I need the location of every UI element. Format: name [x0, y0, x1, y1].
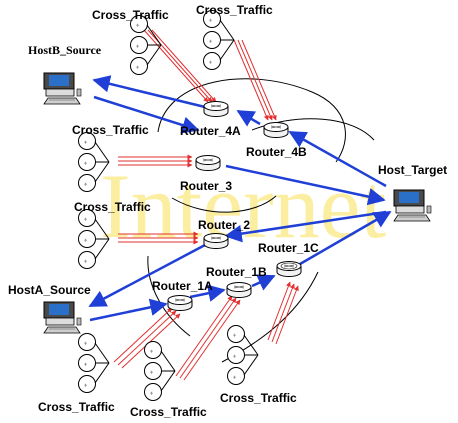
router-4a-label: Router_4A [180, 124, 241, 138]
hostb-source-label: HostB_Source [28, 43, 102, 57]
cross-traffic-label-bot-3: Cross_Traffic [220, 391, 297, 405]
cross-traffic-label-top-1: Cross_Traffic [92, 8, 169, 22]
internet-watermark: Internet [100, 155, 387, 257]
router-1a [167, 295, 193, 311]
router-1a-label: Router_1A [152, 279, 213, 293]
cross-traffic-label-bot-2: Cross_Traffic [130, 405, 207, 419]
router-icon [203, 101, 229, 117]
data-links [88, 75, 392, 322]
router-icon [203, 233, 229, 249]
cross-traffic-label-bot-1: Cross_Traffic [38, 400, 115, 414]
host-target-label: Host_Target [378, 163, 447, 177]
router-3-label: Router_3 [180, 179, 232, 193]
router-icon [195, 155, 221, 171]
cross-traffic-label-top-2: Cross_Traffic [196, 3, 273, 17]
traffic-source-bot-1 [78, 333, 110, 393]
cross-traffic-label-mid-2: Cross_Traffic [74, 200, 151, 214]
computer-icon [393, 189, 432, 222]
host-b-source [43, 72, 82, 105]
router-2 [203, 233, 229, 249]
traffic-source-bot-2 [144, 341, 176, 401]
cross-traffic-links [113, 29, 299, 381]
traffic-source-icon [203, 10, 235, 70]
router-icon [167, 295, 193, 311]
cross-traffic-label-mid-1: Cross_Traffic [72, 123, 149, 137]
router-3 [195, 155, 221, 171]
traffic-source-icon [144, 341, 176, 401]
router-4a [203, 101, 229, 117]
router-4b-label: Router_4B [246, 145, 307, 159]
computer-icon [43, 301, 82, 334]
router-4b [263, 122, 289, 138]
traffic-source-icon [227, 325, 259, 385]
host-a-source [43, 301, 82, 334]
router-1c [276, 261, 302, 277]
traffic-source-top-2 [203, 10, 235, 70]
traffic-source-top-1 [130, 15, 162, 75]
router-1b-label: Router_1B [206, 265, 267, 279]
traffic-source-icon [130, 15, 162, 75]
router-icon [226, 282, 252, 298]
host-target [393, 189, 432, 222]
router-icon [263, 122, 289, 138]
router-1c-label: Router_1C [258, 241, 319, 255]
computer-icon [43, 72, 82, 105]
traffic-source-icon [78, 333, 110, 393]
router-2-label: Router_2 [198, 218, 250, 232]
router-1b [226, 282, 252, 298]
traffic-source-bot-3 [227, 325, 259, 385]
hosta-source-label: HostA_Source [8, 283, 91, 297]
